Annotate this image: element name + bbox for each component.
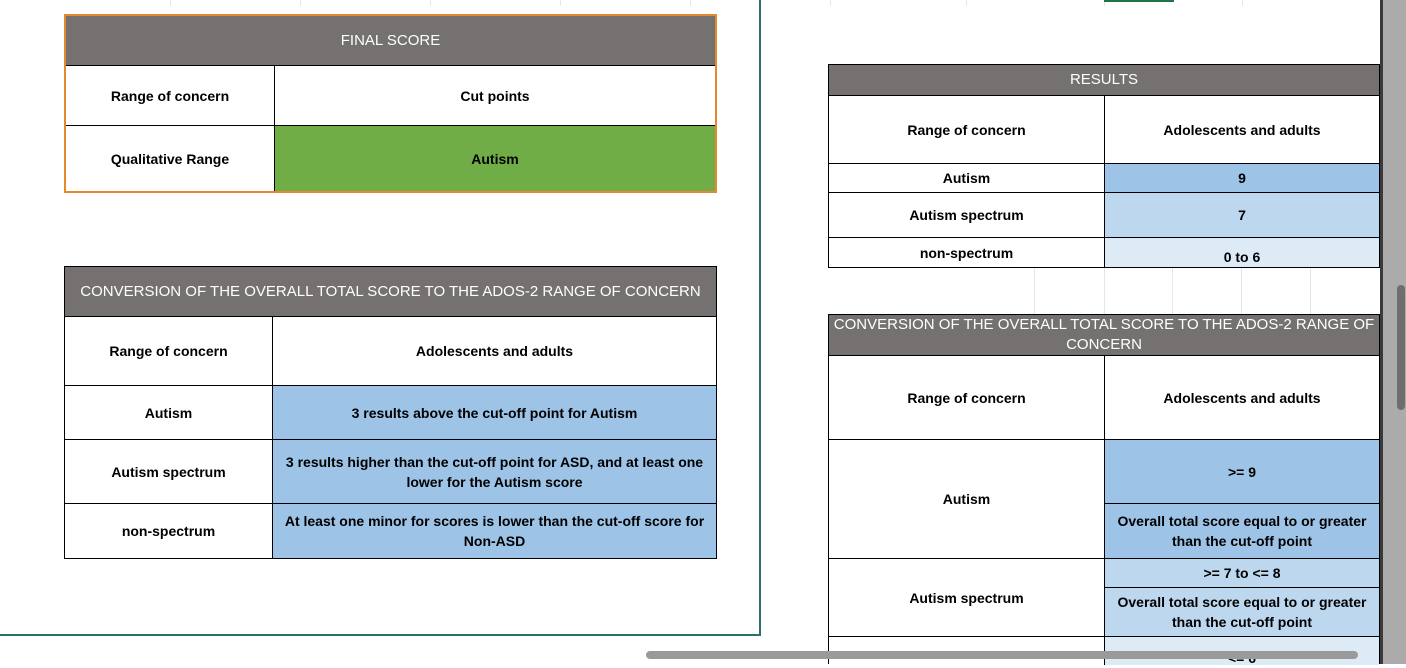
right-conversion-title: CONVERSION OF THE OVERALL TOTAL SCORE TO…	[829, 315, 1379, 356]
right-conversion-table: CONVERSION OF THE OVERALL TOTAL SCORE TO…	[828, 314, 1380, 666]
left-conversion-table: CONVERSION OF THE OVERALL TOTAL SCORE TO…	[64, 266, 717, 559]
results-table: RESULTS Range of concern Adolescents and…	[828, 64, 1380, 268]
results-title: RESULTS	[829, 65, 1379, 96]
results-row-autism-range: Autism	[829, 164, 1105, 193]
gridlines-top	[0, 0, 1380, 6]
right-conversion-col1-header: Range of concern	[829, 356, 1105, 440]
right-conversion-autism-range: Autism	[829, 440, 1105, 559]
left-conversion-title: CONVERSION OF THE OVERALL TOTAL SCORE TO…	[65, 267, 716, 317]
final-score-row-value: Autism	[275, 126, 715, 191]
left-conversion-col1-header: Range of concern	[65, 317, 273, 386]
right-conversion-col2-header: Adolescents and adults	[1105, 356, 1379, 440]
results-row-spectrum-value: 7	[1105, 193, 1379, 238]
selected-cell-indicator	[1104, 0, 1174, 2]
results-col1-header: Range of concern	[829, 96, 1105, 164]
left-conversion-row-spectrum-text: 3 results higher than the cut-off point …	[273, 440, 716, 504]
right-conversion-spectrum-threshold: >= 7 to <= 8	[1105, 559, 1379, 588]
final-score-row-label: Qualitative Range	[66, 126, 275, 191]
results-row-autism-value: 9	[1105, 164, 1379, 193]
left-conversion-row-nonspectrum-range: non-spectrum	[65, 504, 273, 558]
horizontal-scrollbar-thumb[interactable]	[646, 651, 1358, 659]
vertical-scrollbar-track[interactable]	[1383, 0, 1406, 664]
vertical-scrollbar-thumb[interactable]	[1397, 285, 1405, 410]
right-conversion-spectrum-text: Overall total score equal to or greater …	[1105, 588, 1379, 637]
left-conversion-col2-header: Adolescents and adults	[273, 317, 716, 386]
results-row-nonspectrum-range: non-spectrum	[829, 238, 1105, 267]
right-pane-divider	[1380, 0, 1383, 664]
final-score-col2-header: Cut points	[275, 66, 715, 126]
right-conversion-autism-text: Overall total score equal to or greater …	[1105, 504, 1379, 559]
left-conversion-row-spectrum-range: Autism spectrum	[65, 440, 273, 504]
gridlines-right-gap	[828, 268, 1380, 314]
final-score-table: FINAL SCORE Range of concern Cut points …	[64, 14, 717, 193]
results-row-nonspectrum-value: 0 to 6	[1105, 238, 1379, 267]
results-row-spectrum-range: Autism spectrum	[829, 193, 1105, 238]
final-score-col1-header: Range of concern	[66, 66, 275, 126]
left-conversion-row-nonspectrum-text: At least one minor for scores is lower t…	[273, 504, 716, 558]
results-col2-header: Adolescents and adults	[1105, 96, 1379, 164]
final-score-title: FINAL SCORE	[66, 16, 715, 66]
right-conversion-autism-threshold: >= 9	[1105, 440, 1379, 504]
left-pane-border	[0, 0, 761, 636]
left-conversion-row-autism-range: Autism	[65, 386, 273, 440]
right-conversion-spectrum-range: Autism spectrum	[829, 559, 1105, 637]
left-conversion-row-autism-text: 3 results above the cut-off point for Au…	[273, 386, 716, 440]
